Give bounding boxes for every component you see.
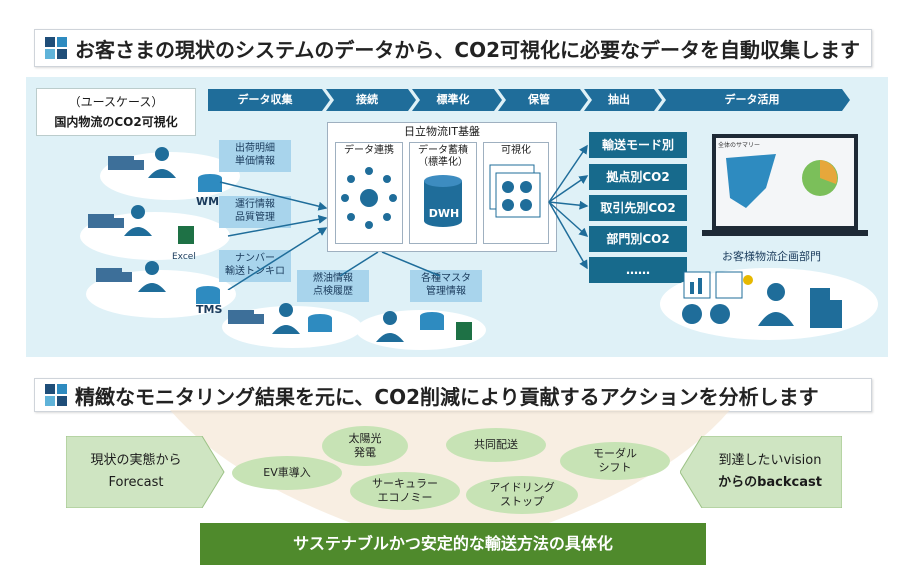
output-department: 部門別CO2 (589, 226, 687, 252)
action-solar: 太陽光 発電 (322, 426, 408, 466)
platform-col-storage: データ蓄積 （標準化） DWH (409, 142, 477, 244)
tms-label: TMS (196, 303, 223, 316)
logo-icon-2 (45, 384, 67, 406)
platform-col-visualize: 可視化 (483, 142, 549, 244)
monitor-title: 全体のサマリー (718, 142, 761, 149)
laptop-screen: 全体のサマリー (712, 134, 858, 230)
source-box-number: ナンバー 輸送トンキロ (219, 250, 291, 282)
customer-dept-label: お客様物流企画部門 (722, 250, 821, 263)
action-circular: サーキュラー エコノミー (350, 472, 460, 510)
conclusion-bar: サステナブルかつ安定的な輸送方法の具体化 (200, 523, 706, 565)
header-bottom-title: 精緻なモニタリング結果を元に、CO2削減により貢献するアクションを分析します (75, 384, 819, 409)
customer-icons (682, 271, 842, 328)
action-ev: EV車導入 (232, 456, 342, 490)
stage-store: 保管 (528, 93, 550, 106)
logo-icon (45, 37, 67, 59)
hub-icon (341, 167, 397, 229)
header-top: お客さまの現状のシステムのデータから、CO2可視化に必要なデータを自動収集します (34, 29, 872, 67)
stage-utilize: データ活用 (724, 93, 780, 106)
backcast-arrow (680, 436, 842, 508)
usecase-line1: （ユースケース） (68, 95, 164, 109)
stage-collect: データ収集 (237, 93, 293, 106)
action-idling-stop: アイドリング ストップ (466, 476, 578, 514)
backcast-text: 到達したいvision からのbackcast (718, 453, 822, 490)
action-joint-delivery: 共同配送 (446, 428, 546, 462)
forecast-arrow (66, 436, 225, 508)
output-customer: 取引先別CO2 (589, 195, 687, 221)
stage-standardize: 標準化 (436, 93, 470, 106)
usecase-line2: 国内物流のCO2可視化 (54, 115, 178, 129)
input-arrows (219, 181, 328, 290)
output-arrows (548, 144, 589, 270)
source-box-master: 各種マスタ 管理情報 (410, 270, 482, 302)
action-modal-shift: モーダル シフト (560, 442, 670, 480)
output-more: …… (589, 257, 687, 283)
dwh-label: DWH (428, 207, 460, 220)
source-box-operation: 運行情報 品質管理 (219, 196, 291, 228)
stage-connect: 接続 (356, 93, 378, 106)
forecast-text: 現状の実態から Forecast (90, 453, 182, 490)
dwh-cylinder-icon (424, 175, 462, 227)
excel-label: Excel (172, 252, 196, 262)
output-transport-mode: 輸送モード別CO2 (589, 132, 687, 178)
platform-col-integration: データ連携 (335, 142, 403, 244)
header-bottom: 精緻なモニタリング結果を元に、CO2削減により貢献するアクションを分析します (34, 378, 872, 412)
input-arrows-bottom (339, 251, 441, 277)
funnel-shape (170, 410, 730, 530)
output-site: 拠点別CO2 (589, 164, 687, 190)
source-box-fuel: 燃油情報 点検履歴 (297, 270, 369, 302)
usecase-box: （ユースケース） 国内物流のCO2可視化 (36, 88, 196, 136)
source-box-shipping: 出荷明細 単価情報 (219, 140, 291, 172)
source-icons (88, 147, 472, 342)
laptop-base (702, 230, 868, 236)
stage-bar (208, 89, 850, 111)
header-top-title: お客さまの現状のシステムのデータから、CO2可視化に必要なデータを自動収集します (75, 37, 860, 62)
platform-title: 日立物流IT基盤 (404, 125, 480, 138)
dashboard-icon (489, 164, 541, 218)
stage-extract: 抽出 (608, 93, 630, 106)
